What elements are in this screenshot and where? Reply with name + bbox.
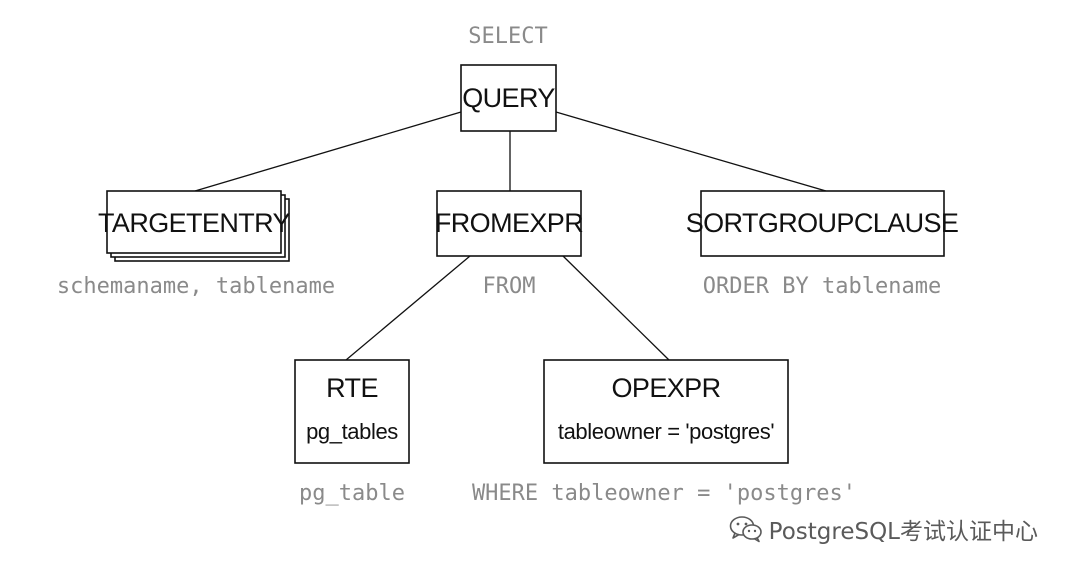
node-opexpr: OPEXPR tableowner = 'postgres' WHERE tab… (472, 359, 856, 506)
rte-box (294, 359, 410, 464)
opexpr-sublabel: tableowner = 'postgres' (558, 419, 774, 444)
watermark: PostgreSQL考试认证中心 (729, 512, 1038, 546)
node-fromexpr: FROMEXPR FROM (435, 190, 584, 299)
opexpr-label: OPEXPR (612, 373, 721, 403)
watermark-text: PostgreSQL考试认证中心 (768, 519, 1038, 545)
node-rte: RTE pg_tables pg_table (294, 359, 410, 506)
edge-query-sortgroupclause (555, 111, 827, 192)
fromexpr-label: FROMEXPR (435, 208, 583, 238)
caption-schemaname-tablename: schemaname, tablename (57, 274, 335, 299)
query-box (460, 64, 557, 132)
node-sortgroupclause: SORTGROUPCLAUSE ORDER BY tablename (686, 190, 959, 299)
wechat-icon (729, 515, 763, 543)
edge-fromexpr-opexpr (562, 255, 670, 361)
query-label: QUERY (462, 83, 555, 113)
node-targetentry: TARGETENTRY schemaname, tablename (57, 190, 335, 299)
edge-fromexpr-rte (345, 255, 471, 361)
sortgroupclause-box (700, 190, 945, 257)
node-query: SELECT QUERY (460, 24, 557, 132)
caption-where: WHERE tableowner = 'postgres' (472, 481, 856, 506)
caption-select: SELECT (468, 24, 547, 49)
rte-label: RTE (326, 373, 378, 403)
sortgroupclause-label: SORTGROUPCLAUSE (686, 208, 959, 238)
fromexpr-box (436, 190, 582, 257)
edges (194, 111, 827, 361)
caption-order-by: ORDER BY tablename (703, 274, 941, 299)
opexpr-box (543, 359, 789, 464)
caption-from: FROM (483, 274, 536, 299)
targetentry-box (106, 190, 282, 254)
caption-pg-table: pg_table (299, 481, 405, 506)
targetentry-label: TARGETENTRY (98, 208, 291, 238)
rte-sublabel: pg_tables (306, 419, 398, 444)
edge-query-targetentry (194, 111, 462, 192)
